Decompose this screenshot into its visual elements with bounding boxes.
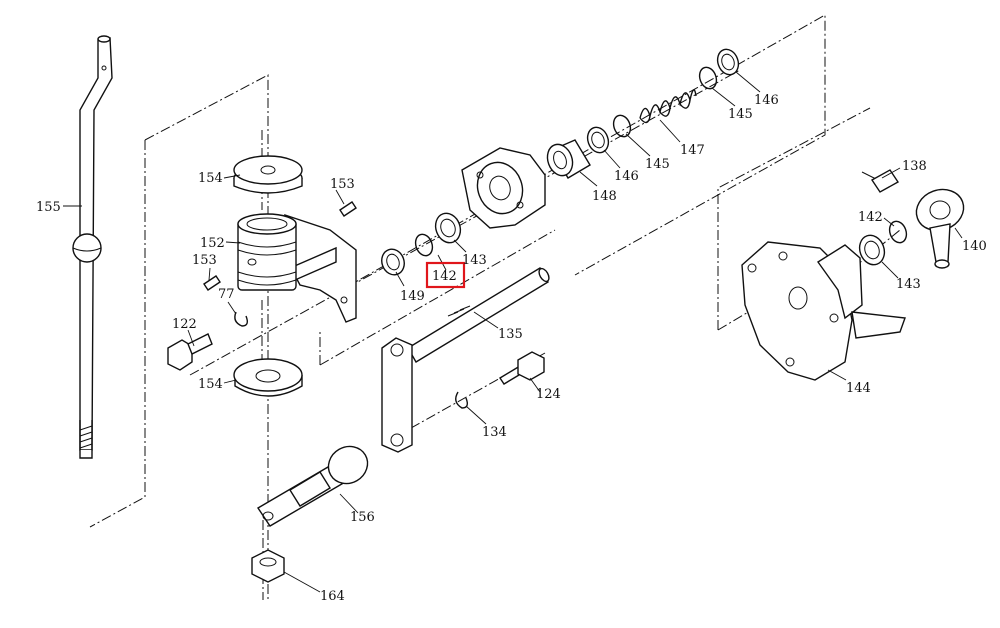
- label-152: 152: [200, 236, 225, 251]
- label-142-right: 142: [858, 210, 883, 225]
- label-147: 147: [680, 143, 705, 158]
- ring-145-top: [698, 66, 718, 90]
- housing-boss: [461, 147, 546, 229]
- nut-164: [251, 549, 285, 583]
- clip-134: [455, 391, 469, 409]
- lever-arm: [381, 337, 413, 453]
- bolt-124: [499, 351, 545, 385]
- label-134: 134: [482, 425, 507, 440]
- spring-147: [639, 89, 697, 124]
- label-154-top: 154: [198, 171, 223, 186]
- label-143-right: 143: [896, 277, 921, 292]
- shifter-body-152: [237, 213, 357, 323]
- label-164: 164: [320, 589, 345, 604]
- label-142-highlighted: 142: [432, 269, 457, 284]
- snap-ring-142-right: [888, 220, 908, 244]
- pin-153-top: [339, 201, 357, 217]
- label-148: 148: [592, 189, 617, 204]
- cup-washer-154-bottom: [233, 358, 303, 397]
- clip-77: [234, 311, 249, 327]
- ring-149: [381, 248, 405, 276]
- label-153-left: 153: [192, 253, 217, 268]
- shaft-135: [407, 267, 550, 363]
- label-154-bottom: 154: [198, 377, 223, 392]
- ball-stud-138: [861, 169, 900, 193]
- rod-end-140: [915, 188, 965, 269]
- cover-plate-144: [741, 241, 906, 381]
- bushing-148: [546, 139, 591, 179]
- ring-146-top: [716, 48, 740, 76]
- shift-lever-rod-155: [72, 35, 113, 459]
- bearing-143: [434, 212, 462, 244]
- snap-ring-142: [414, 233, 434, 257]
- label-146-top: 146: [754, 93, 779, 108]
- label-140: 140: [962, 239, 987, 254]
- ring-145-mid: [612, 114, 632, 138]
- label-124: 124: [536, 387, 561, 402]
- label-135: 135: [498, 327, 523, 342]
- label-143: 143: [462, 253, 487, 268]
- label-155: 155: [36, 200, 61, 215]
- label-122: 122: [172, 317, 197, 332]
- label-144: 144: [846, 381, 871, 396]
- label-145-mid: 145: [645, 157, 670, 172]
- label-146-mid: 146: [614, 169, 639, 184]
- label-145-top: 145: [728, 107, 753, 122]
- bearing-143-right: [858, 234, 886, 266]
- label-77: 77: [218, 287, 235, 302]
- label-138: 138: [902, 159, 927, 174]
- highlight-box-142: [425, 261, 466, 289]
- bolt-122: [167, 333, 213, 371]
- cup-washer-154-top: [233, 155, 303, 194]
- leader-lines: [63, 71, 963, 593]
- ring-146-mid: [586, 126, 610, 154]
- pin-153-left: [203, 275, 221, 291]
- label-153-top: 153: [330, 177, 355, 192]
- part-labels: 155 154 153 152 153 77 122 154 149 142 1…: [36, 93, 987, 604]
- label-149: 149: [400, 289, 425, 304]
- label-156: 156: [350, 510, 375, 525]
- pivot-pin-156: [257, 445, 369, 527]
